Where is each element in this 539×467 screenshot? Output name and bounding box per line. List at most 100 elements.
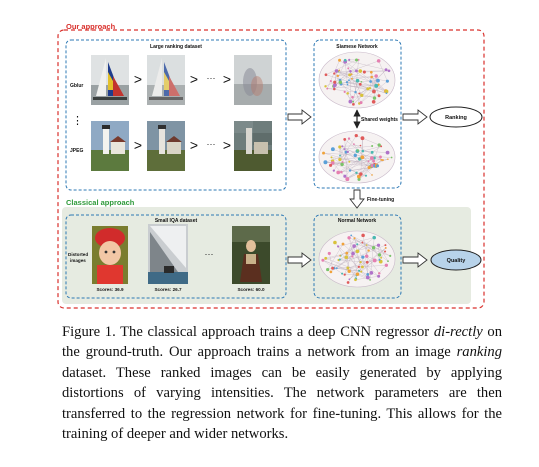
gt-symbol-2: > bbox=[190, 71, 198, 87]
gt-symbol-1: > bbox=[134, 71, 142, 87]
network-edge bbox=[371, 76, 375, 92]
network-node bbox=[352, 244, 356, 248]
network-node bbox=[365, 244, 368, 247]
network-node bbox=[359, 144, 362, 147]
network-node bbox=[341, 145, 344, 148]
network-edge bbox=[339, 138, 350, 156]
caption-emphasis-directly: di-rectly bbox=[433, 324, 483, 340]
network-edge bbox=[329, 253, 333, 269]
network-node bbox=[377, 94, 381, 98]
network-node bbox=[343, 148, 346, 150]
network-node bbox=[362, 70, 366, 74]
network-edge bbox=[339, 59, 359, 81]
network-edge bbox=[323, 152, 377, 168]
network-node bbox=[357, 177, 361, 181]
small-iqa-dataset-box bbox=[65, 214, 287, 299]
network-edge bbox=[374, 158, 388, 165]
vertical-ellipsis: ⋮ bbox=[72, 115, 83, 127]
network-node bbox=[333, 87, 336, 91]
painting-image bbox=[232, 226, 270, 284]
network-node bbox=[337, 245, 340, 248]
network-edge bbox=[354, 238, 380, 256]
network-node bbox=[358, 92, 361, 95]
sailboat-image-2 bbox=[147, 55, 185, 105]
network-node bbox=[345, 81, 349, 84]
fine-tuning-label: Fine-tuning bbox=[367, 197, 394, 203]
network-node bbox=[343, 58, 347, 62]
network-edge bbox=[345, 61, 387, 92]
child-image bbox=[92, 226, 128, 284]
network-node bbox=[360, 155, 365, 160]
network-node bbox=[384, 244, 387, 247]
network-node bbox=[324, 256, 328, 260]
caption-middle: on the ground-truth. Our approach trains… bbox=[62, 324, 502, 361]
network-edge bbox=[346, 82, 387, 94]
network-edge bbox=[342, 151, 348, 163]
network-node bbox=[333, 240, 337, 245]
network-edge bbox=[344, 139, 377, 166]
brain-top-nodes bbox=[324, 58, 391, 106]
network-node bbox=[372, 258, 377, 263]
brain-bottom-nodes bbox=[322, 133, 393, 182]
network-node bbox=[350, 234, 353, 237]
network-node bbox=[385, 92, 388, 95]
network-node bbox=[378, 258, 381, 261]
network-node bbox=[338, 258, 341, 261]
network-node bbox=[356, 243, 359, 246]
network-node bbox=[348, 58, 351, 61]
network-node bbox=[385, 79, 389, 83]
network-node bbox=[351, 255, 354, 258]
distorted-images-label-1: Distorted bbox=[68, 252, 88, 257]
network-node bbox=[360, 270, 363, 273]
network-edge bbox=[354, 238, 362, 272]
network-node bbox=[374, 74, 378, 78]
network-edge bbox=[346, 166, 376, 179]
network-node bbox=[354, 90, 357, 94]
caption-emphasis-ranking: ranking bbox=[456, 344, 502, 361]
network-edge bbox=[378, 265, 387, 274]
score-label-1: Scores: 36.9 bbox=[96, 287, 124, 292]
network-edge bbox=[327, 88, 356, 93]
network-node bbox=[351, 95, 354, 99]
network-node bbox=[340, 170, 343, 174]
network-node bbox=[336, 74, 339, 78]
network-edge bbox=[356, 135, 380, 146]
network-edge bbox=[373, 247, 380, 260]
fine-tuning-arrow bbox=[349, 189, 365, 209]
network-node bbox=[371, 99, 376, 104]
network-node bbox=[355, 171, 358, 175]
network-edge bbox=[342, 146, 350, 162]
network-edge bbox=[322, 260, 371, 281]
network-edge bbox=[331, 157, 357, 173]
network-node bbox=[326, 267, 330, 272]
network-node bbox=[376, 59, 381, 63]
network-edge bbox=[345, 60, 387, 70]
network-node bbox=[336, 170, 341, 175]
network-edge bbox=[352, 253, 372, 273]
network-node bbox=[376, 243, 381, 247]
network-edge bbox=[346, 80, 378, 83]
network-node bbox=[374, 83, 379, 88]
network-edge bbox=[378, 245, 389, 262]
caption-prefix: Figure 1. The classical approach trains … bbox=[62, 324, 434, 340]
network-edge bbox=[355, 59, 359, 93]
network-node bbox=[370, 150, 374, 154]
quality-node bbox=[430, 249, 482, 271]
brain-normal-nodes bbox=[321, 233, 392, 284]
network-node bbox=[370, 75, 373, 79]
network-edge bbox=[353, 144, 383, 161]
network-edge bbox=[352, 95, 380, 98]
network-node bbox=[332, 169, 335, 172]
network-edge bbox=[362, 235, 367, 257]
network-node bbox=[352, 102, 355, 106]
network-node bbox=[361, 255, 365, 259]
network-node bbox=[338, 80, 343, 84]
network-node bbox=[353, 237, 356, 240]
network-node bbox=[352, 100, 355, 103]
network-edge bbox=[346, 160, 374, 179]
network-edge bbox=[357, 150, 373, 153]
score-label-3: Scores: 60.0 bbox=[237, 287, 265, 292]
network-edge bbox=[359, 85, 377, 104]
